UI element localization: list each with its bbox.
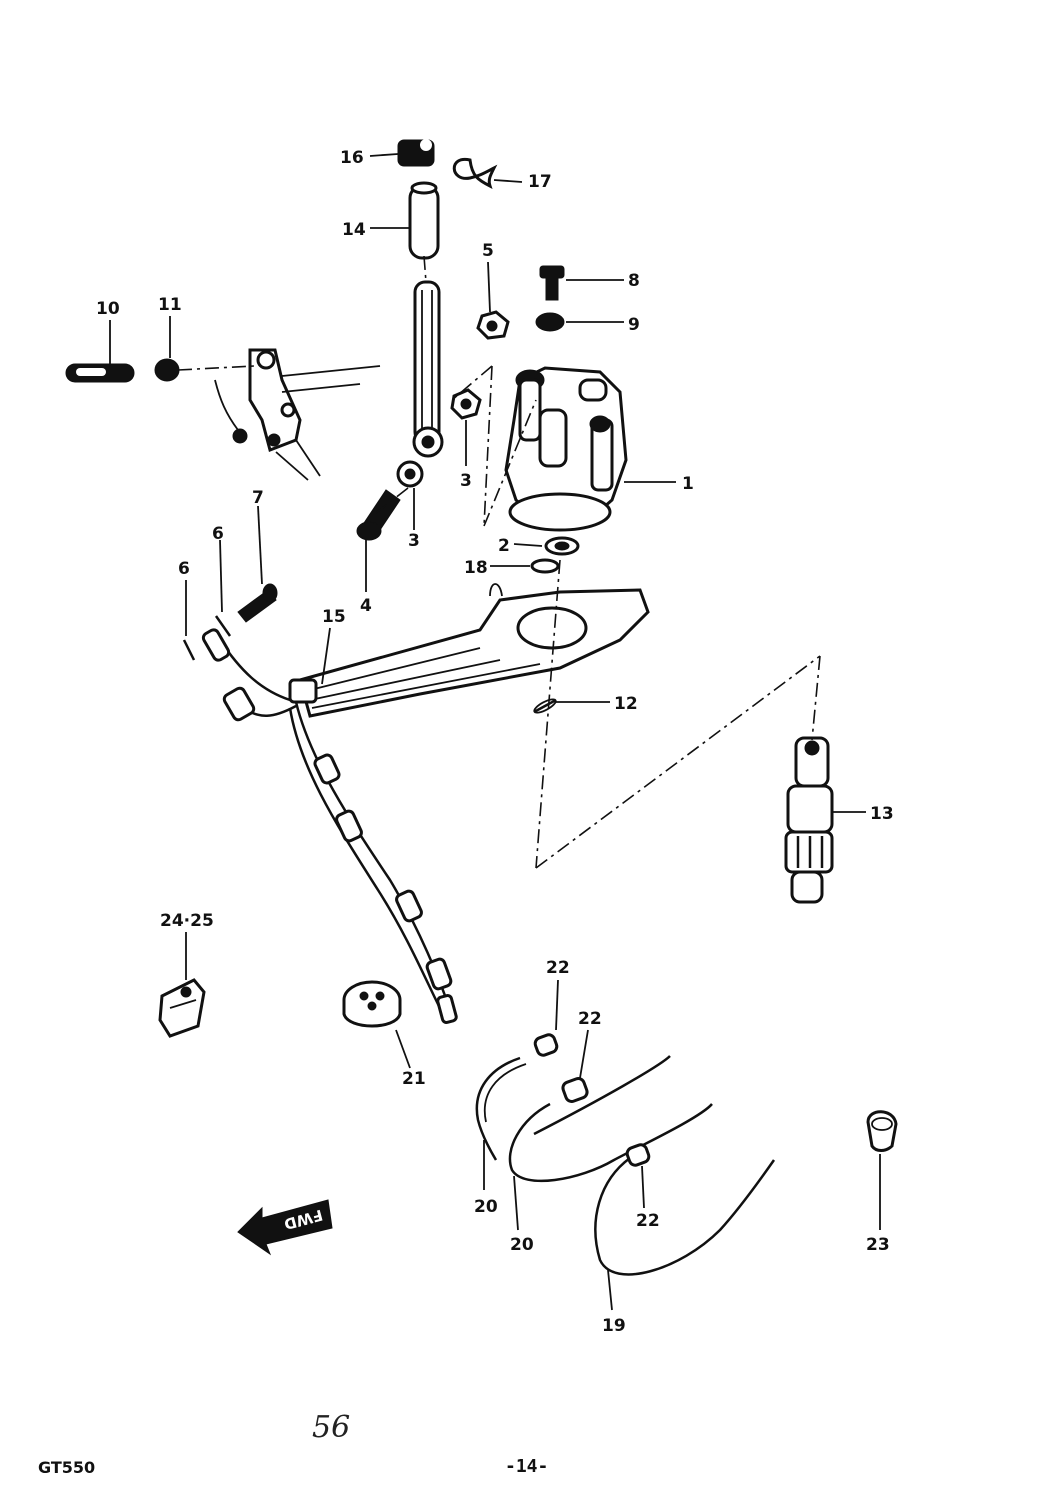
label-4: 4 (360, 596, 372, 616)
part-19-hose (594, 1156, 776, 1276)
label-8: 8 (628, 271, 640, 291)
part-24-25-clamp (158, 978, 206, 1038)
part-16-clip (397, 139, 435, 167)
part-6-pin-a (214, 615, 232, 637)
label-6-a: 6 (212, 524, 224, 544)
part-23-cap (866, 1110, 898, 1152)
part-4-bolt (356, 489, 401, 541)
cable-shaft (412, 280, 444, 458)
label-6-b: 6 (178, 559, 190, 579)
label-22-c: 22 (636, 1211, 660, 1231)
label-16: 16 (340, 148, 364, 168)
label-17: 17 (528, 172, 552, 192)
label-10: 10 (96, 299, 120, 319)
part-20-hose-b (508, 1055, 713, 1183)
part-11-nut (154, 358, 180, 382)
label-22-a: 22 (546, 958, 570, 978)
label-19: 19 (602, 1316, 626, 1336)
part-5-nut (476, 310, 510, 340)
forward-direction-arrow: FWD (237, 1199, 333, 1256)
label-5: 5 (482, 241, 494, 261)
part-number-labels: 16 17 14 5 8 9 10 11 1 3 3 2 18 4 7 6 6 … (96, 148, 894, 1336)
part-14-hose (408, 181, 440, 260)
label-3-upper: 3 (460, 471, 472, 491)
label-14: 14 (342, 220, 366, 240)
label-1: 1 (682, 474, 694, 494)
assembly-dash-lines (177, 255, 821, 869)
label-20-b: 20 (510, 1235, 534, 1255)
part-9-washer (535, 312, 565, 332)
part-15-base-plate-harness (201, 583, 650, 1024)
part-20-hose-a (475, 1056, 527, 1161)
label-15: 15 (322, 607, 346, 627)
part-1-distributor-cap (504, 366, 628, 532)
leader-lines (109, 153, 881, 1311)
label-11: 11 (158, 295, 182, 315)
label-21: 21 (402, 1069, 426, 1089)
label-2: 2 (498, 536, 510, 556)
part-6-pin-b (182, 639, 196, 661)
label-22-b: 22 (578, 1009, 602, 1029)
part-2-seal (544, 536, 580, 556)
part-13-gear-shaft (784, 736, 834, 904)
bracket-assembly (214, 348, 381, 481)
label-20-a: 20 (474, 1197, 498, 1217)
label-3-lower: 3 (408, 531, 420, 551)
part-22-clip-b (561, 1077, 589, 1103)
label-13: 13 (870, 804, 894, 824)
part-17-spring-clip (452, 157, 498, 189)
label-18: 18 (464, 558, 488, 578)
part-3-nut-upper (450, 388, 482, 420)
label-7: 7 (252, 488, 264, 508)
part-21-grommet (342, 980, 402, 1028)
part-10-screw (65, 363, 135, 383)
part-22-clip-a (533, 1033, 559, 1057)
part-22-clip-c (625, 1143, 651, 1167)
model-code: GT550 (38, 1458, 96, 1477)
label-23: 23 (866, 1235, 890, 1255)
label-12: 12 (614, 694, 638, 714)
label-24-25: 24·25 (160, 911, 214, 931)
part-18-o-ring (530, 558, 560, 574)
part-12-pin (533, 698, 557, 714)
part-8-screw (539, 265, 565, 301)
handwritten-note: 56 (312, 1410, 351, 1445)
label-9: 9 (628, 315, 640, 335)
part-7-screw (237, 583, 278, 623)
page-number: -14- (505, 1456, 549, 1477)
part-3-washer-lower (396, 460, 424, 488)
